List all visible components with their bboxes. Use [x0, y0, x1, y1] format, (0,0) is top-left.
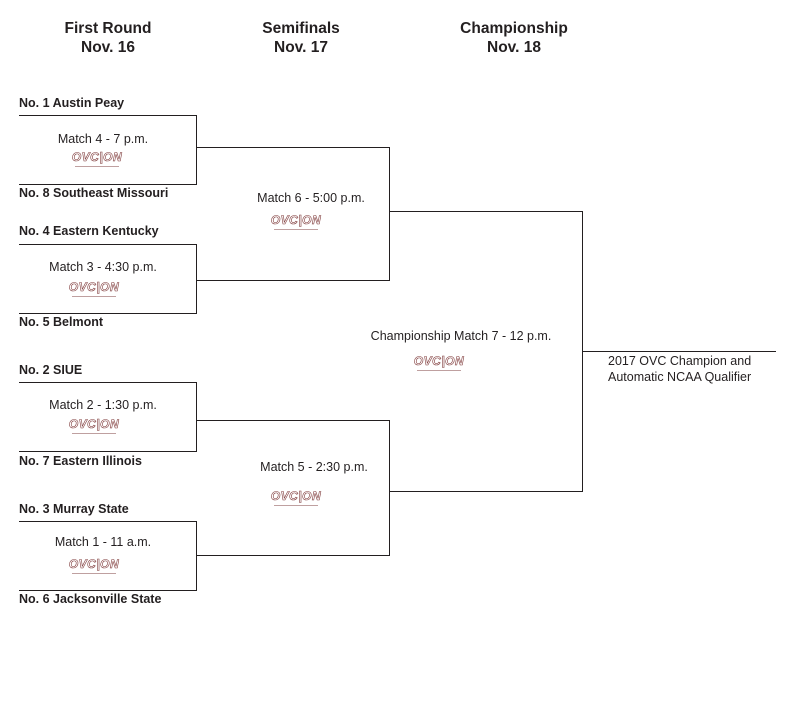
match-3-label: Match 3 - 4:30 p.m. [49, 260, 157, 274]
header-first-round: First Round Nov. 16 [48, 19, 168, 57]
bracket-line [582, 351, 776, 352]
team-name: No. 1 Austin Peay [19, 96, 125, 110]
bracket-line [196, 521, 197, 591]
header-championship: Championship Nov. 18 [444, 19, 584, 57]
match-5-label: Match 5 - 2:30 p.m. [260, 460, 368, 474]
ovc-digital-network-logo-icon: OVC|ON [268, 213, 324, 230]
champion-label: 2017 OVC Champion and Automatic NCAA Qua… [608, 353, 751, 385]
ovc-digital-network-logo-icon: OVC|ON [66, 557, 122, 574]
bracket-line [196, 244, 197, 314]
semifinals-title: Semifinals [262, 20, 340, 37]
bracket-line [196, 115, 197, 185]
team-name: No. 3 Murray State [19, 502, 129, 516]
bracket-line [196, 382, 197, 452]
match-7-label: Championship Match 7 - 12 p.m. [370, 329, 552, 343]
ovc-digital-network-logo-icon: OVC|ON [411, 354, 467, 371]
championship-date: Nov. 18 [487, 39, 541, 56]
match-6-label: Match 6 - 5:00 p.m. [257, 191, 365, 205]
bracket-line [389, 491, 583, 492]
first-round-date: Nov. 16 [81, 39, 135, 56]
bracket-line [389, 147, 390, 281]
bracket-line [19, 451, 197, 452]
bracket-line [19, 115, 197, 116]
bracket-line [19, 244, 197, 245]
bracket-line [19, 382, 197, 383]
bracket-line [196, 147, 390, 148]
champion-line-1: 2017 OVC Champion and [608, 354, 752, 368]
team-name: No. 6 Jacksonville State [19, 592, 162, 606]
match-1-label: Match 1 - 11 a.m. [54, 535, 152, 549]
ovc-digital-network-logo-icon: OVC|ON [69, 150, 125, 167]
team-name: No. 2 SIUE [19, 363, 83, 377]
match-2-label: Match 2 - 1:30 p.m. [49, 398, 157, 412]
bracket-line [196, 420, 390, 421]
ovc-digital-network-logo-icon: OVC|ON [268, 489, 324, 506]
header-semifinals: Semifinals Nov. 17 [241, 19, 361, 57]
bracket-line [196, 555, 390, 556]
bracket-line [389, 211, 583, 212]
bracket-line [19, 313, 197, 314]
bracket-line [389, 420, 390, 556]
bracket-line [196, 280, 390, 281]
ovc-digital-network-logo-icon: OVC|ON [66, 417, 122, 434]
semifinals-date: Nov. 17 [274, 39, 328, 56]
ovc-digital-network-logo-icon: OVC|ON [66, 280, 122, 297]
first-round-title: First Round [64, 20, 152, 37]
championship-title: Championship [460, 20, 568, 37]
team-name: No. 8 Southeast Missouri [19, 186, 169, 200]
champion-line-2: Automatic NCAA Qualifier [608, 370, 752, 384]
bracket-line [19, 184, 197, 185]
bracket-line [19, 590, 197, 591]
match-4-label: Match 4 - 7 p.m. [57, 132, 149, 146]
team-name: No. 5 Belmont [19, 315, 104, 329]
team-name: No. 4 Eastern Kentucky [19, 224, 159, 238]
team-name: No. 7 Eastern Illinois [19, 454, 142, 468]
bracket-line [19, 521, 197, 522]
